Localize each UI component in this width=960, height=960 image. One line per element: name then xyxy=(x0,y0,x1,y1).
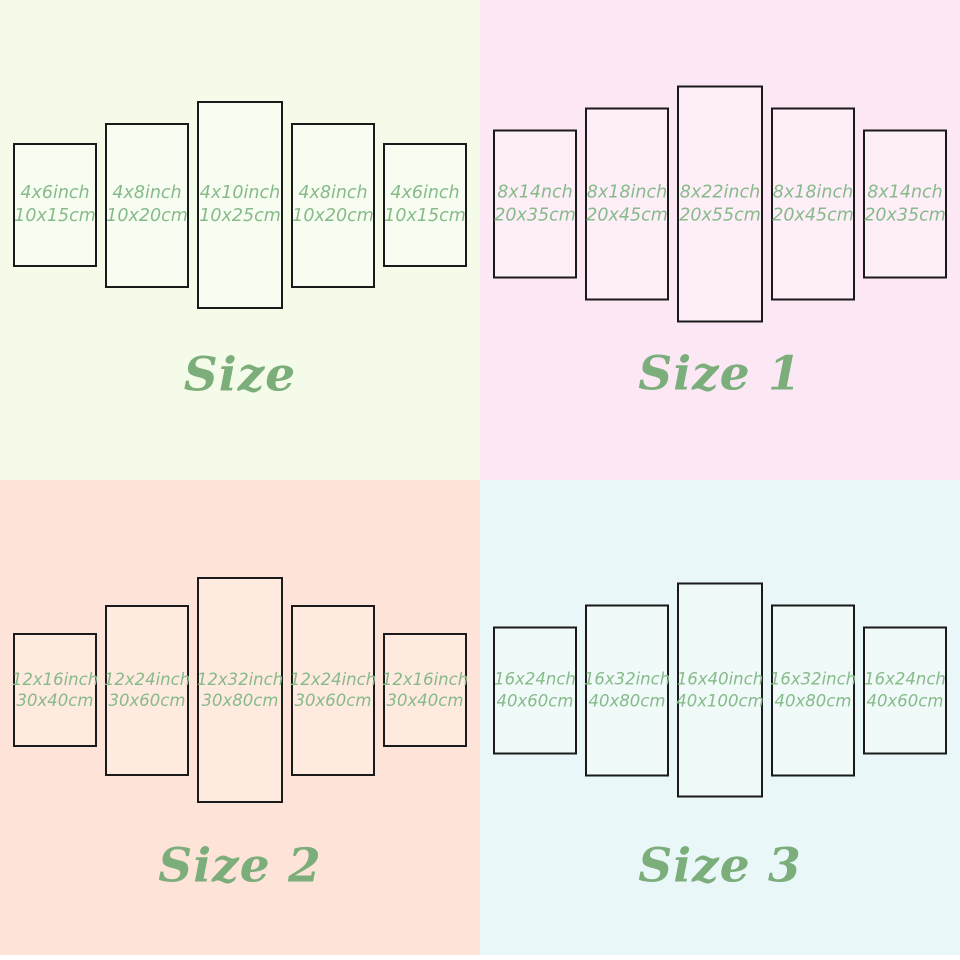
panel-size-label: 12x32inch 30x80cm xyxy=(197,669,283,712)
panel-size-inch: 16x40inch xyxy=(676,669,764,689)
panel-size-label: 12x24inch 30x60cm xyxy=(104,669,190,712)
panel-size-inch: 16x24nch xyxy=(494,669,576,689)
quadrant-size-2: 12x16inch 30x40cm 12x24inch 30x60cm 12x3… xyxy=(0,480,480,960)
panel-size-label: 16x32inch 40x80cm xyxy=(584,669,670,712)
panel-size-cm: 10x25cm xyxy=(199,206,281,226)
canvas-panel: 4x10inch 10x25cm xyxy=(197,101,283,309)
canvas-panel: 16x24nch 40x60cm xyxy=(493,626,577,754)
panel-size-cm: 30x40cm xyxy=(16,691,94,710)
panel-size-inch: 12x24inch xyxy=(289,669,377,689)
panel-size-inch: 8x14nch xyxy=(497,182,573,203)
panel-size-inch: 12x16inch xyxy=(381,669,469,689)
panel-group: 4x6inch 10x15cm 4x8inch 10x20cm 4x10inch… xyxy=(13,101,467,309)
canvas-panel: 12x16inch 30x40cm xyxy=(382,633,468,747)
panel-size-inch: 4x6inch xyxy=(390,183,460,204)
canvas-panel: 16x32inch 40x80cm xyxy=(770,604,856,776)
panel-size-label: 8x18inch 20x45cm xyxy=(586,181,668,227)
panel-size-cm: 30x60cm xyxy=(108,691,186,710)
panel-size-inch: 8x22inch xyxy=(679,182,761,203)
panel-size-label: 4x8inch 10x20cm xyxy=(106,182,188,228)
panel-size-label: 16x24nch 40x60cm xyxy=(864,669,946,712)
bottom-border-strip xyxy=(0,955,960,960)
panel-size-label: 12x24inch 30x60cm xyxy=(290,669,376,712)
panel-size-label: 8x14nch 20x35cm xyxy=(494,181,576,227)
canvas-panel: 8x22inch 20x55cm xyxy=(677,85,763,323)
quadrant-title: Size 3 xyxy=(638,838,802,894)
panel-size-cm: 10x20cm xyxy=(106,206,188,226)
canvas-panel: 12x24inch 30x60cm xyxy=(104,604,190,776)
panel-size-cm: 10x15cm xyxy=(384,206,466,226)
panel-group: 12x16inch 30x40cm 12x24inch 30x60cm 12x3… xyxy=(12,577,468,803)
quadrant-title: Size 2 xyxy=(158,838,322,894)
canvas-panel: 4x6inch 10x15cm xyxy=(13,143,97,267)
panel-size-cm: 40x80cm xyxy=(774,691,852,710)
panel-size-inch: 8x14nch xyxy=(867,182,943,203)
canvas-panel: 16x40inch 40x100cm xyxy=(676,582,764,798)
canvas-panel: 8x14nch 20x35cm xyxy=(493,129,577,279)
panel-group: 8x14nch 20x35cm 8x18inch 20x45cm 8x22inc… xyxy=(493,85,947,323)
panel-size-label: 4x8inch 10x20cm xyxy=(292,182,374,228)
canvas-panel: 4x8inch 10x20cm xyxy=(105,122,189,288)
panel-size-cm: 40x100cm xyxy=(676,691,764,710)
panel-size-inch: 16x32inch xyxy=(769,669,857,689)
panel-group: 16x24nch 40x60cm 16x32inch 40x80cm 16x40… xyxy=(493,582,947,798)
panel-size-label: 4x6inch 10x15cm xyxy=(384,182,466,228)
panel-size-cm: 20x35cm xyxy=(864,205,946,225)
canvas-panel: 12x24inch 30x60cm xyxy=(290,604,376,776)
panel-size-label: 8x22inch 20x55cm xyxy=(679,181,761,227)
quadrant-size-3: 16x24nch 40x60cm 16x32inch 40x80cm 16x40… xyxy=(480,480,960,960)
panel-size-cm: 10x15cm xyxy=(14,206,96,226)
panel-size-inch: 16x24nch xyxy=(864,669,946,689)
canvas-panel: 8x18inch 20x45cm xyxy=(585,107,669,301)
canvas-panel: 4x6inch 10x15cm xyxy=(383,143,467,267)
panel-size-cm: 30x40cm xyxy=(386,691,464,710)
panel-size-cm: 40x60cm xyxy=(496,691,574,710)
quadrant-title: Size 1 xyxy=(638,346,802,402)
panel-size-cm: 40x80cm xyxy=(588,691,666,710)
panel-size-inch: 4x8inch xyxy=(112,183,182,204)
panel-size-label: 16x40inch 40x100cm xyxy=(676,669,763,712)
panel-size-cm: 30x80cm xyxy=(201,691,279,710)
panel-size-inch: 4x8inch xyxy=(298,183,368,204)
quadrant-size: 4x6inch 10x15cm 4x8inch 10x20cm 4x10inch… xyxy=(0,0,480,480)
panel-size-cm: 20x35cm xyxy=(494,205,576,225)
panel-size-inch: 12x16inch xyxy=(11,669,99,689)
panel-size-inch: 12x24inch xyxy=(103,669,191,689)
panel-size-inch: 4x6inch xyxy=(20,183,90,204)
panel-size-label: 16x24nch 40x60cm xyxy=(494,669,576,712)
canvas-panel: 12x32inch 30x80cm xyxy=(197,577,283,803)
canvas-panel: 16x32inch 40x80cm xyxy=(584,604,670,776)
panel-size-label: 12x16inch 30x40cm xyxy=(382,669,468,712)
panel-size-label: 4x6inch 10x15cm xyxy=(14,182,96,228)
panel-size-cm: 10x20cm xyxy=(292,206,374,226)
panel-size-inch: 12x32inch xyxy=(196,669,284,689)
canvas-panel: 8x14nch 20x35cm xyxy=(863,129,947,279)
panel-size-inch: 8x18inch xyxy=(772,182,854,203)
panel-size-cm: 20x45cm xyxy=(586,205,668,225)
panel-size-label: 12x16inch 30x40cm xyxy=(12,669,98,712)
panel-size-label: 4x10inch 10x25cm xyxy=(199,182,281,228)
panel-size-inch: 4x10inch xyxy=(199,183,281,204)
panel-size-label: 16x32inch 40x80cm xyxy=(770,669,856,712)
panel-size-label: 8x14nch 20x35cm xyxy=(864,181,946,227)
panel-size-inch: 16x32inch xyxy=(583,669,671,689)
panel-size-cm: 20x45cm xyxy=(772,205,854,225)
canvas-panel: 16x24nch 40x60cm xyxy=(863,626,947,754)
panel-size-cm: 40x60cm xyxy=(866,691,944,710)
canvas-panel: 12x16inch 30x40cm xyxy=(12,633,98,747)
panel-size-cm: 20x55cm xyxy=(679,205,761,225)
quadrant-size-1: 8x14nch 20x35cm 8x18inch 20x45cm 8x22inc… xyxy=(480,0,960,480)
canvas-panel: 4x8inch 10x20cm xyxy=(291,122,375,288)
canvas-panel: 8x18inch 20x45cm xyxy=(771,107,855,301)
panel-size-inch: 8x18inch xyxy=(586,182,668,203)
quadrant-title: Size xyxy=(183,347,297,403)
panel-size-cm: 30x60cm xyxy=(294,691,372,710)
panel-size-label: 8x18inch 20x45cm xyxy=(772,181,854,227)
